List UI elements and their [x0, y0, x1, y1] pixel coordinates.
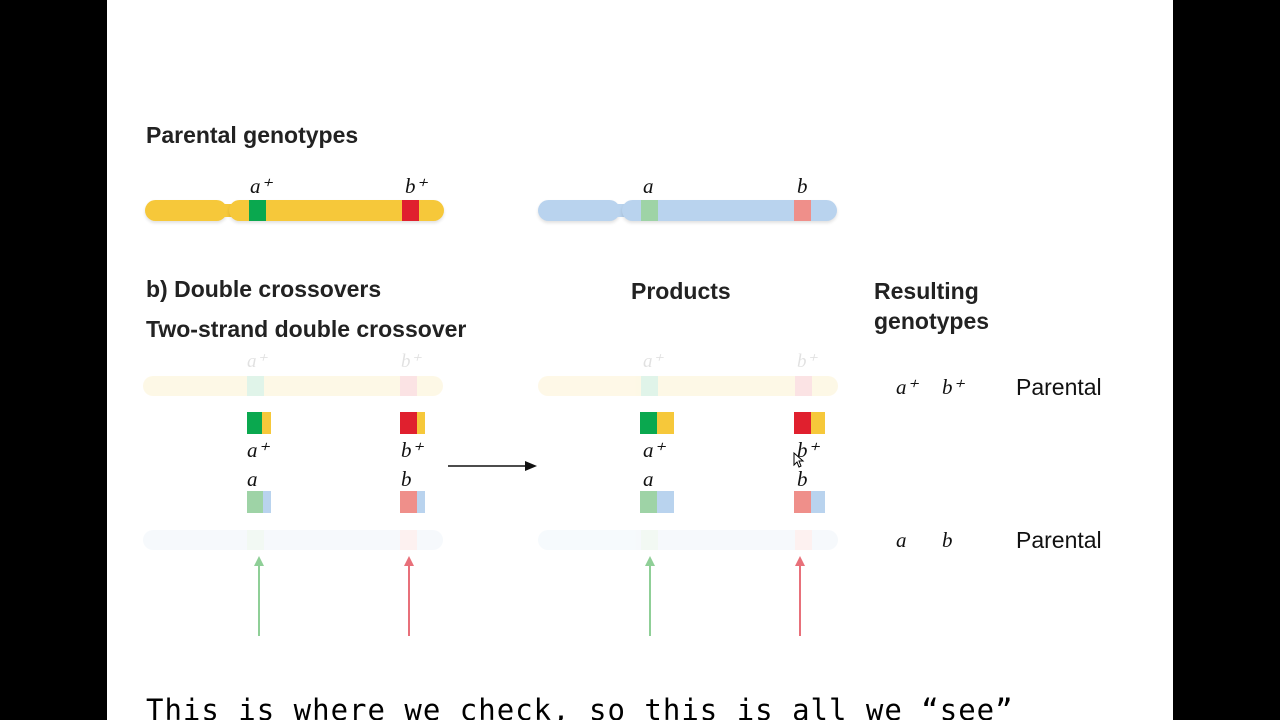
faded-chromosome-yellow-left — [143, 374, 443, 398]
parental-chromosome-yellow — [145, 197, 445, 225]
faded-chromosome-blue-products — [538, 528, 838, 552]
green-up-arrow-icon-products — [642, 556, 658, 638]
resulting-heading-line2: genotypes — [874, 308, 989, 335]
left-label-a-plus: a⁺ — [247, 438, 269, 463]
faded-chromosome-yellow-products — [538, 374, 838, 398]
faded-label-a-plus-left: a⁺ — [247, 350, 267, 373]
result-2-type: Parental — [1016, 527, 1102, 554]
gene-b-marker — [794, 200, 811, 221]
left-block-b-plus — [400, 412, 425, 434]
result-1-genotype-a: a⁺ — [896, 375, 918, 400]
parental-chromosome-blue — [538, 197, 838, 225]
gene-a-plus-marker — [249, 200, 266, 221]
right-arrow-icon — [447, 458, 539, 474]
products-heading: Products — [631, 278, 731, 305]
product-block-b — [794, 491, 825, 513]
parental-label-a-plus: a⁺ — [250, 174, 272, 199]
green-up-arrow-icon-left — [251, 556, 267, 638]
resulting-heading-line1: Resulting — [874, 278, 979, 305]
result-1-type: Parental — [1016, 374, 1102, 401]
two-strand-heading: Two-strand double crossover — [146, 316, 466, 343]
product-block-b-plus — [794, 412, 825, 434]
result-1-genotype-b: b⁺ — [942, 375, 964, 400]
mouse-cursor-icon — [793, 452, 805, 468]
left-block-b — [400, 491, 425, 513]
left-block-a — [247, 491, 271, 513]
slide: Parental genotypes a⁺ b⁺ a b b) Double c… — [107, 0, 1173, 720]
red-up-arrow-icon-left — [401, 556, 417, 638]
left-block-a-plus — [247, 412, 271, 434]
parental-label-b: b — [797, 174, 808, 199]
parental-genotypes-heading: Parental genotypes — [146, 122, 358, 149]
faded-label-a-plus-products: a⁺ — [643, 350, 663, 373]
product-label-b: b — [797, 467, 808, 492]
result-2-genotype-a: a — [896, 528, 907, 553]
left-label-b-plus: b⁺ — [401, 438, 423, 463]
product-label-a-plus: a⁺ — [643, 438, 665, 463]
left-label-b: b — [401, 467, 412, 492]
gene-a-marker — [641, 200, 658, 221]
faded-label-b-plus-products: b⁺ — [797, 350, 817, 373]
double-crossovers-heading: b) Double crossovers — [146, 276, 381, 303]
parental-label-a: a — [643, 174, 654, 199]
red-up-arrow-icon-products — [792, 556, 808, 638]
product-block-a-plus — [640, 412, 674, 434]
faded-label-b-plus-left: b⁺ — [401, 350, 421, 373]
caption-text: This is where we check, so this is all w… — [146, 693, 1014, 720]
product-block-a — [640, 491, 674, 513]
gene-b-plus-marker — [402, 200, 419, 221]
product-label-a: a — [643, 467, 654, 492]
parental-label-b-plus: b⁺ — [405, 174, 427, 199]
result-2-genotype-b: b — [942, 528, 953, 553]
left-label-a: a — [247, 467, 258, 492]
faded-chromosome-blue-left — [143, 528, 443, 552]
